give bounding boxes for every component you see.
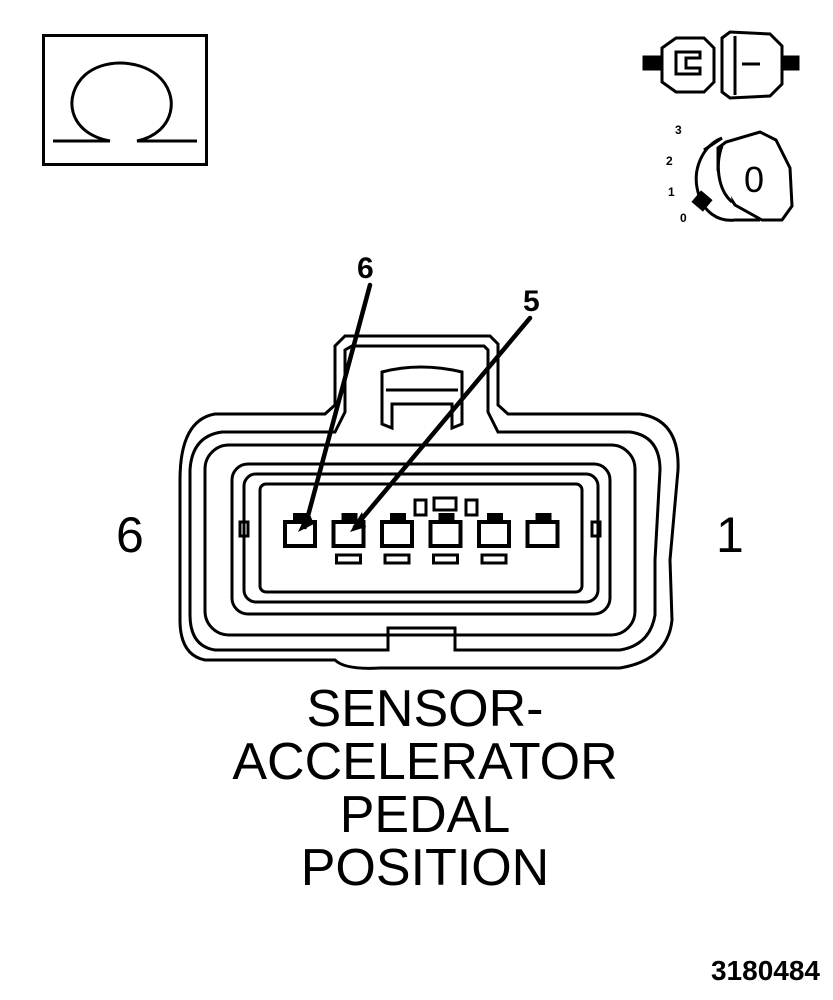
callout-arrowhead-6 bbox=[298, 510, 314, 532]
component-title: SENSOR- ACCELERATOR PEDAL POSITION bbox=[200, 683, 650, 895]
figure-number: 3180484 bbox=[710, 955, 820, 986]
ohm-icon-box bbox=[42, 34, 208, 166]
terminal-cavities bbox=[283, 513, 560, 565]
title-line-4: POSITION bbox=[300, 839, 550, 897]
terminal-cavity-5 bbox=[331, 520, 366, 548]
terminal-tab-4 bbox=[390, 513, 406, 522]
ignition-position-2: 2 bbox=[666, 154, 673, 168]
pin-callout-5: 5 bbox=[523, 285, 540, 318]
terminal-slot-3 bbox=[432, 553, 459, 565]
pin-number-left: 6 bbox=[116, 507, 144, 563]
callout-leader-6 bbox=[302, 282, 373, 530]
terminal-cavity-3 bbox=[428, 520, 463, 548]
terminal-cavity-4 bbox=[380, 520, 414, 548]
callout-arrowhead-5 bbox=[350, 512, 366, 532]
ignition-key-position-label: 0 bbox=[744, 159, 765, 200]
terminal-tab-2 bbox=[487, 513, 503, 522]
terminal-slot-4 bbox=[383, 553, 411, 565]
callout-leader-5 bbox=[352, 315, 533, 530]
ignition-position-3: 3 bbox=[675, 123, 682, 137]
ohm-icon bbox=[53, 61, 197, 143]
title-line-3: PEDAL bbox=[339, 786, 511, 844]
terminal-tab-3 bbox=[438, 513, 455, 522]
title-line-1: SENSOR- bbox=[306, 680, 544, 738]
terminal-tab-1 bbox=[535, 513, 552, 522]
terminal-tab-5 bbox=[341, 513, 358, 522]
terminal-cavity-1 bbox=[525, 520, 560, 548]
terminal-slot-2 bbox=[480, 553, 508, 565]
ignition-position-1: 1 bbox=[668, 185, 675, 199]
terminal-slot-5 bbox=[335, 553, 362, 565]
terminal-cavity-6 bbox=[283, 520, 317, 548]
title-line-2: ACCELERATOR bbox=[232, 733, 618, 791]
terminal-cavity-2 bbox=[477, 520, 511, 548]
pin-callout-6: 6 bbox=[357, 252, 374, 285]
terminal-tab-6 bbox=[293, 513, 309, 522]
pin-number-right: 1 bbox=[716, 507, 744, 563]
ignition-position-0: 0 bbox=[680, 211, 687, 225]
